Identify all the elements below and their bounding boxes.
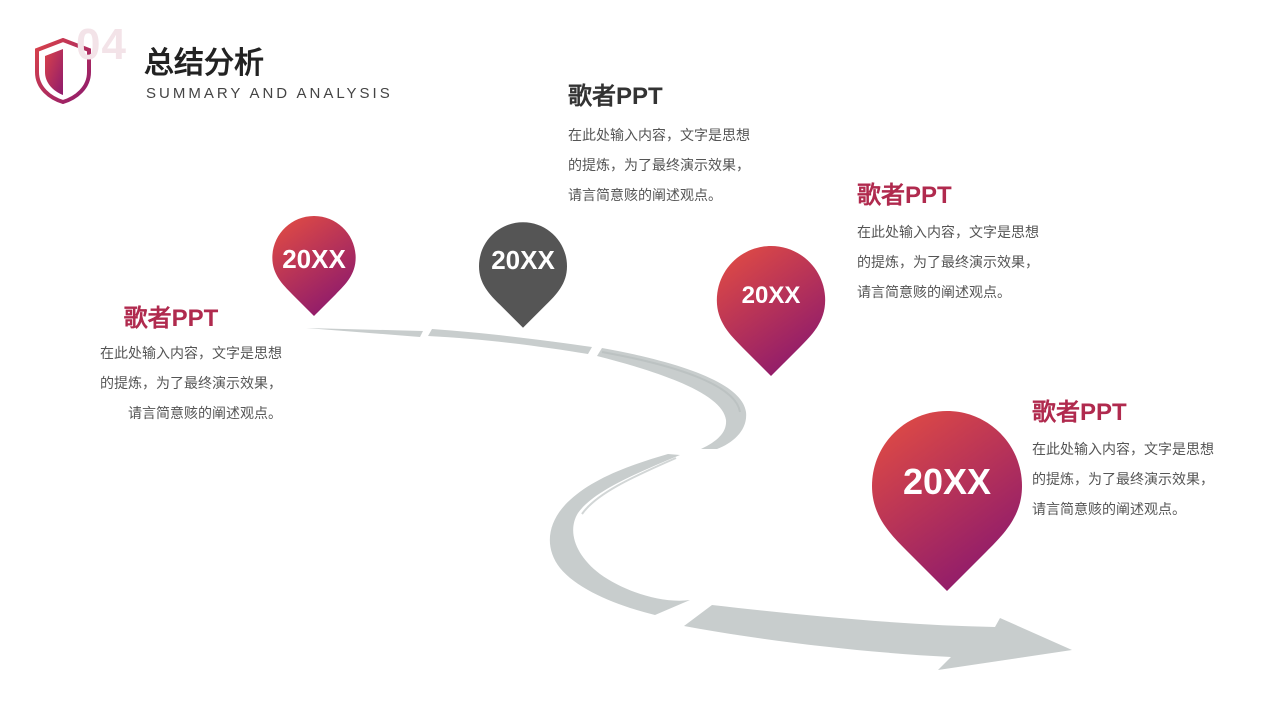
road-segment	[306, 328, 423, 337]
road-arrow	[684, 605, 1072, 670]
milestone-title: 歌者PPT	[568, 83, 663, 110]
milestone-text-2: 歌者PPT 在此处输入内容，文字是思想 的提炼，为了最终演示效果， 请言简意赅的…	[568, 76, 808, 211]
milestone-year: 20XX	[282, 244, 346, 274]
map-pin-icon	[272, 216, 356, 316]
shield-icon	[35, 38, 91, 104]
map-pin-icon	[479, 222, 567, 328]
milestone-year: 20XX	[491, 245, 555, 275]
milestone-desc-line: 的提炼，为了最终演示效果，	[568, 158, 750, 174]
milestone-text-3: 歌者PPT 在此处输入内容，文字是思想 的提炼，为了最终演示效果， 请言简意赅的…	[857, 175, 1097, 308]
milestone-title: 歌者PPT	[857, 182, 952, 209]
milestone-pin-3: 20XX	[716, 246, 826, 376]
milestone-desc-line: 在此处输入内容，文字是思想	[857, 225, 1039, 241]
milestone-title: 歌者PPT	[1032, 399, 1127, 426]
milestone-pin-4: 20XX	[872, 411, 1022, 591]
map-pin-icon	[716, 246, 826, 376]
milestone-pin-1: 20XX	[272, 216, 356, 316]
road-segment	[549, 454, 690, 615]
road-segment	[428, 329, 592, 354]
section-number: 04	[76, 20, 127, 69]
milestone-desc-line: 在此处输入内容，文字是思想	[1032, 442, 1214, 458]
map-pin-icon	[872, 411, 1022, 591]
milestone-desc-line: 在此处输入内容，文字是思想	[100, 346, 282, 362]
milestone-title: 歌者PPT	[123, 305, 219, 332]
milestone-desc-line: 请言简意赅的阐述观点。	[568, 188, 722, 204]
milestone-desc-line: 的提炼，为了最终演示效果，	[1032, 472, 1214, 488]
milestone-desc-line: 的提炼，为了最终演示效果，	[857, 255, 1039, 271]
milestone-pin-2: 20XX	[479, 221, 567, 329]
page-title: 总结分析	[144, 46, 264, 81]
milestone-desc-line: 请言简意赅的阐述观点。	[857, 285, 1011, 301]
page-subtitle: SUMMARY AND ANALYSIS	[146, 85, 393, 102]
milestone-desc-line: 请言简意赅的阐述观点。	[128, 406, 282, 422]
milestone-text-4: 歌者PPT 在此处输入内容，文字是思想 的提炼，为了最终演示效果， 请言简意赅的…	[1032, 392, 1272, 525]
milestone-desc-line: 请言简意赅的阐述观点。	[1032, 502, 1186, 518]
milestone-desc-line: 在此处输入内容，文字是思想	[568, 128, 750, 144]
milestone-desc-line: 的提炼，为了最终演示效果，	[100, 376, 282, 392]
milestone-year: 20XX	[741, 282, 801, 309]
milestone-text-1: 歌者PPT 在此处输入内容，文字是思想 的提炼，为了最终演示效果， 请言简意赅的…	[60, 298, 282, 429]
milestone-year: 20XX	[902, 461, 992, 502]
